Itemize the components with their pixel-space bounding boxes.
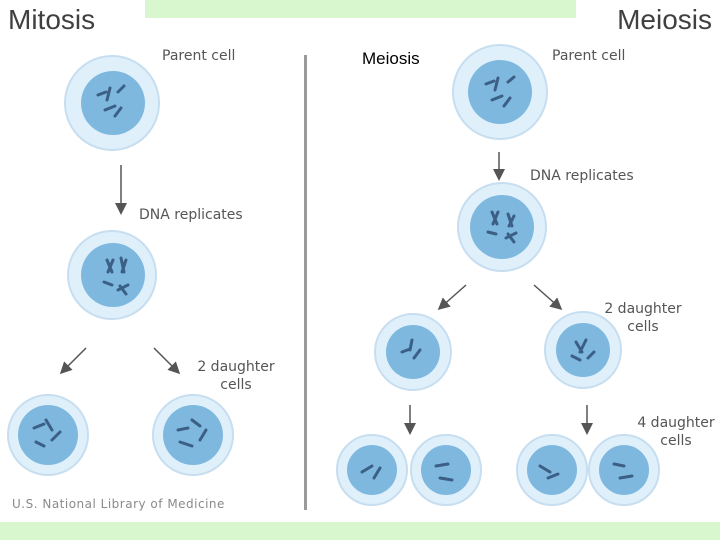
meiosis-4daughters-label: 4 daughter cells [634, 414, 718, 450]
mitosis-daughters-line1: 2 daughter [197, 359, 275, 375]
meiosis-parent-label: Parent cell [552, 48, 626, 64]
meiosis-granddaughter-cell-2 [410, 434, 482, 506]
meiosis-replicated-cell [457, 182, 547, 272]
meiosis-4daughters-line1: 4 daughter [637, 415, 715, 431]
mitosis-replicate-label: DNA replicates [139, 207, 243, 223]
mitosis-replicated-cell [67, 230, 157, 320]
mitosis-daughters-line2: cells [220, 377, 252, 393]
mitosis-daughters-label: 2 daughter cells [194, 358, 278, 394]
mitosis-parent-label: Parent cell [162, 48, 236, 64]
section-divider [304, 55, 307, 510]
title-mitosis: Mitosis [8, 4, 96, 35]
top-accent-band [145, 0, 576, 18]
mitosis-arrow-right [153, 347, 181, 375]
meiosis-arrow-left [437, 284, 467, 310]
meiosis-2daughters-line2: cells [627, 319, 659, 335]
bottom-accent-band [0, 522, 720, 540]
meiosis-daughter-cell-1 [374, 313, 452, 391]
meiosis-parent-cell [452, 44, 548, 140]
mitosis-daughter-cell-2 [152, 394, 234, 476]
meiosis-overlay-label: Meiosis [362, 49, 420, 68]
meiosis-replicate-label: DNA replicates [530, 168, 634, 184]
mitosis-parent-cell [64, 55, 160, 151]
mitosis-arrow-left [59, 347, 87, 375]
title-meiosis: Meiosis [617, 4, 712, 35]
meiosis-granddaughter-cell-3 [516, 434, 588, 506]
meiosis-4daughters-line2: cells [660, 433, 692, 449]
meiosis-daughter-cell-2 [544, 311, 622, 389]
source-credit: U.S. National Library of Medicine [12, 497, 225, 511]
meiosis-2daughters-line1: 2 daughter [604, 301, 682, 317]
meiosis-granddaughter-cell-1 [336, 434, 408, 506]
mitosis-daughter-cell-1 [7, 394, 89, 476]
meiosis-granddaughter-cell-4 [588, 434, 660, 506]
meiosis-2daughters-label: 2 daughter cells [600, 300, 686, 336]
meiosis-arrow-right [533, 284, 563, 310]
